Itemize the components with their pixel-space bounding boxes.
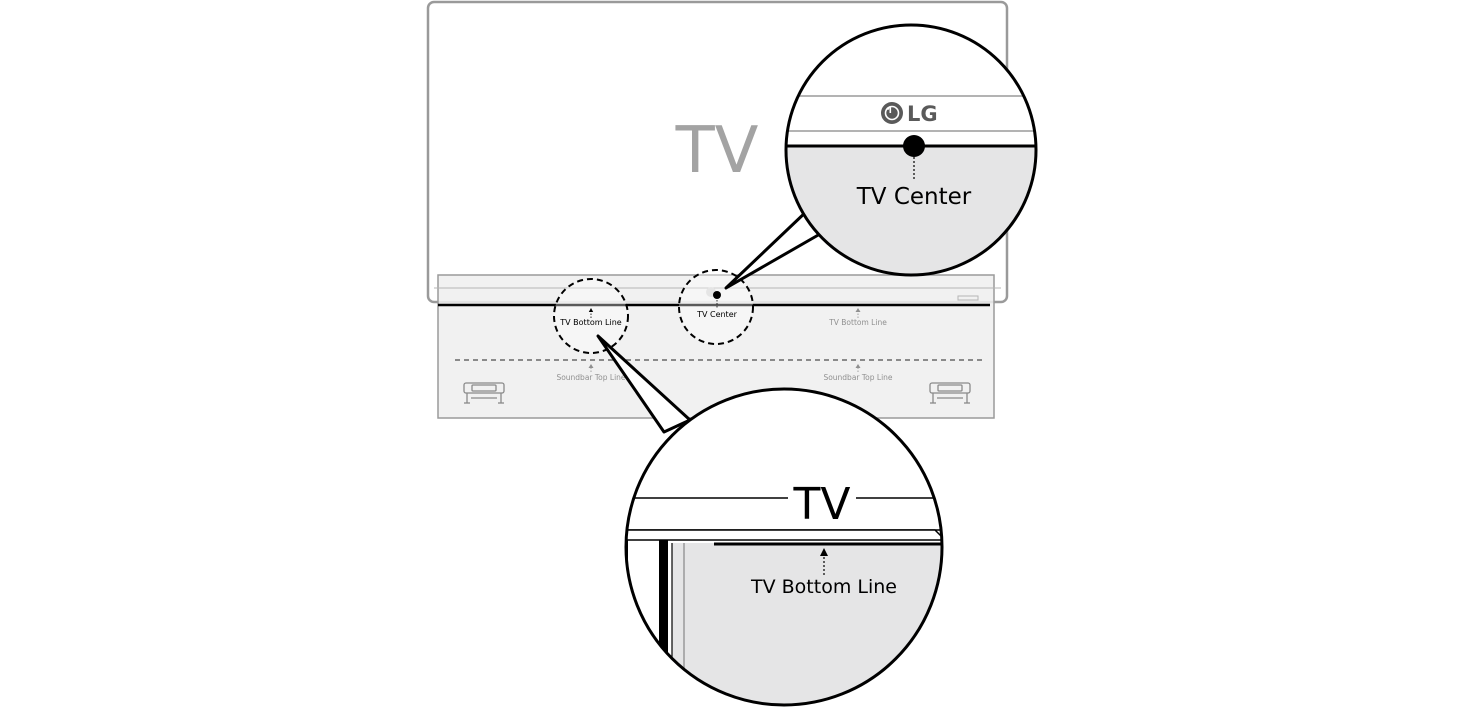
tv-label: TV — [675, 114, 759, 188]
soundbar-top-line-label-right: Soundbar Top Line — [823, 373, 892, 382]
tv-bottom-line-label-right: TV Bottom Line — [828, 318, 887, 327]
tv-center-detail-circle: TV Center — [678, 269, 754, 345]
left-soundbar-top-marker: Soundbar Top Line — [556, 364, 626, 382]
right-soundbar-top-marker: Soundbar Top Line — [823, 364, 893, 382]
tv-center-label-small: TV Center — [696, 310, 738, 319]
tv-center-label-large: TV Center — [856, 184, 972, 210]
zoom-tv-label: TV — [793, 479, 851, 530]
tv-bottom-line-detail-circle: TV Bottom Line — [553, 278, 629, 354]
lg-logo: LG — [881, 102, 938, 126]
tv-bottom-line-label-small: TV Bottom Line — [559, 318, 622, 327]
left-bracket-icon — [463, 382, 505, 404]
soundbar-top-line-label-left: Soundbar Top Line — [556, 373, 625, 382]
tv-bottom-line-label-large: TV Bottom Line — [750, 576, 897, 598]
right-tv-bottom-marker: TV Bottom Line — [828, 308, 887, 327]
right-bracket-icon — [929, 382, 971, 404]
lg-logo-text: LG — [907, 102, 938, 126]
